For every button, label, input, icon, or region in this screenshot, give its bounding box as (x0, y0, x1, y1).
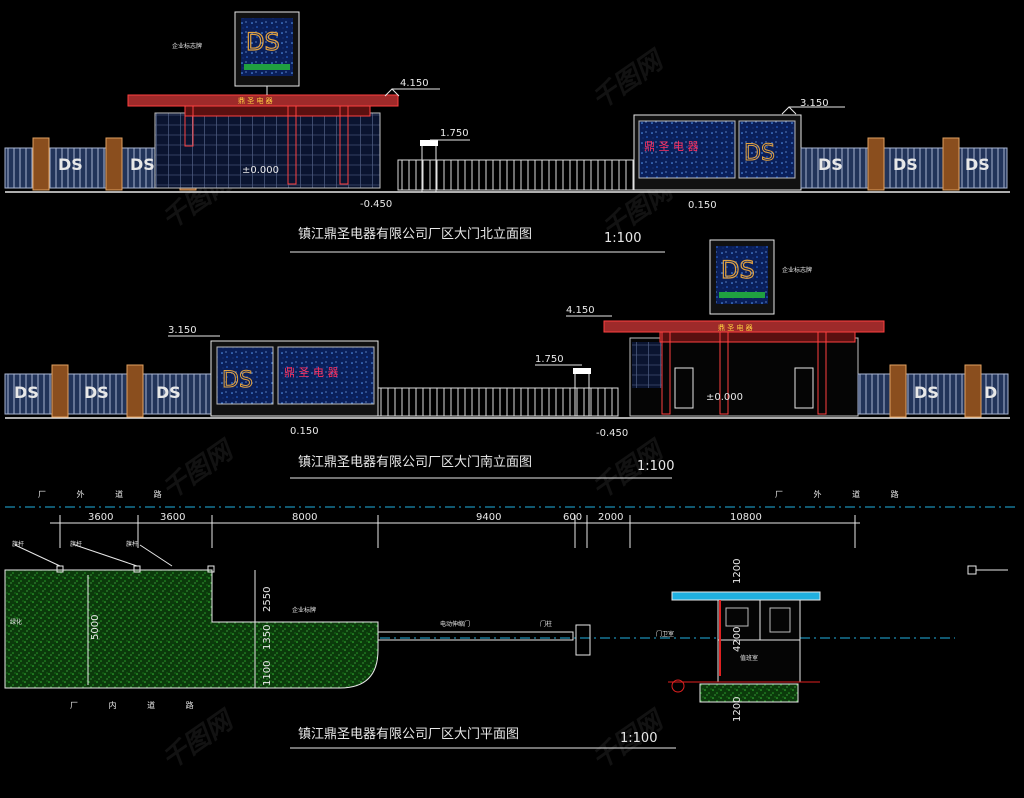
canopy-plan (671, 591, 821, 601)
canopy-sign-text-south: 鼎 圣 电 器 (718, 323, 753, 332)
gate-post-left (287, 105, 297, 185)
level-wall-top-south: 3.150 (168, 325, 197, 336)
sign-wall-panel-right (738, 120, 796, 179)
level-gate-top: 4.150 (400, 78, 429, 89)
gate-track (377, 631, 574, 641)
level-wall-base: 0.150 (688, 200, 717, 211)
svg-text:DS: DS (84, 383, 109, 402)
dim-top-6: 10800 (730, 512, 762, 523)
sign-wall-logo-south: DS (222, 368, 253, 393)
plan-scale: 1:100 (620, 731, 657, 746)
road-label-top-right: 厂 外 道 路 (775, 489, 913, 499)
svg-text:千图网: 千图网 (157, 704, 241, 776)
top-sign-label: 企业标志牌 (172, 42, 202, 50)
level-floor-south: ±0.000 (706, 392, 743, 403)
gatehouse-south (629, 337, 859, 417)
dim-left-0: 2550 (262, 587, 273, 612)
fence-right (800, 147, 1008, 189)
dim-top-3: 9400 (476, 512, 501, 523)
level-wall-top: 3.150 (800, 98, 829, 109)
dim-green-width: 5000 (90, 615, 101, 640)
sign-wall-text-south: 鼎 圣 电 器 (284, 366, 339, 379)
north-scale: 1:100 (604, 231, 641, 246)
road-label-top-left: 厂 外 道 路 (38, 489, 176, 499)
north-title: 镇江鼎圣电器有限公司厂区大门北立面图 (298, 227, 532, 242)
svg-text:DS: DS (965, 155, 990, 174)
south-title: 镇江鼎圣电器有限公司厂区大门南立面图 (298, 454, 532, 470)
sign-wall-text: 鼎 圣 电 器 (644, 140, 699, 153)
dim-top-5: 2000 (598, 512, 623, 523)
top-sign-logo: DS (246, 28, 280, 56)
gate-plan: 厂 外 道 路 厂 外 道 路 3600 3600 8000 9400 600 … (4, 489, 1015, 749)
guard-room-label: 值班室 (740, 654, 758, 662)
south-elevation: DS DS DS DS 鼎 圣 电 器 3.150 0.150 1.750 鼎 … (4, 239, 1010, 479)
top-sign-label-south: 企业标志牌 (782, 266, 812, 274)
top-sign-logo-south: DS (721, 256, 755, 284)
sign-wall-panel-left (638, 120, 736, 179)
dim-guard-0: 1200 (732, 559, 743, 584)
level-ground: -0.450 (360, 199, 392, 210)
north-elevation: DS DS 鼎 圣 电 器 DS 企业标志牌 4.150 ±0.000 -0.4… (4, 11, 1010, 253)
svg-text:DS: DS (914, 383, 939, 402)
guard-label: 门卫室 (656, 630, 674, 638)
dim-ticks (59, 515, 856, 548)
level-pillar-south: 1.750 (535, 354, 564, 365)
sign-wall-plan-label: 企业标牌 (292, 606, 316, 614)
dim-top-0: 3600 (88, 512, 113, 523)
lawn-label: 绿化 (10, 618, 22, 626)
plan-title: 镇江鼎圣电器有限公司厂区大门平面图 (298, 727, 519, 742)
guard-house (717, 599, 801, 683)
level-wall-base-south: 0.150 (290, 426, 319, 437)
fence-right-south (857, 373, 1009, 415)
dim-top-4: 600 (563, 512, 582, 523)
gate-post-right (339, 105, 349, 185)
dim-guard-1: 4200 (732, 627, 743, 652)
dim-top-1: 3600 (160, 512, 185, 523)
svg-text:DS: DS (156, 383, 181, 402)
lawn-area (4, 569, 379, 689)
flag-posts (14, 544, 215, 573)
svg-text:D: D (984, 383, 997, 402)
flag-label-2: 旗杆 (70, 540, 82, 548)
dim-top-2: 8000 (292, 512, 317, 523)
sliding-fence-south (377, 387, 619, 417)
level-ground-south: -0.450 (596, 428, 628, 439)
fence-ds-marks-left: DS DS (58, 155, 155, 174)
guard-planter (699, 683, 799, 703)
canopy-sign-text: 鼎 圣 电 器 (238, 96, 273, 105)
level-floor: ±0.000 (242, 165, 279, 176)
sign-wall-logo: DS (744, 141, 775, 166)
flag-label-3: 旗杆 (126, 540, 138, 548)
door-label: 门柱 (540, 620, 552, 628)
flag-label-1: 旗杆 (12, 540, 24, 548)
svg-text:千图网: 千图网 (587, 44, 671, 116)
svg-text:DS: DS (14, 383, 39, 402)
south-scale: 1:100 (637, 459, 674, 474)
gate-track-label: 电动伸缩门 (440, 620, 470, 628)
dim-guard-2: 1200 (732, 697, 743, 722)
gatehouse-glass (154, 112, 381, 189)
level-gate-top-south: 4.150 (566, 305, 595, 316)
svg-text:DS: DS (130, 155, 155, 174)
sliding-fence (397, 159, 637, 191)
level-pillar: 1.750 (440, 128, 469, 139)
svg-text:DS: DS (893, 155, 918, 174)
svg-text:DS: DS (58, 155, 83, 174)
fence-left-south (4, 373, 214, 415)
dim-left-2: 1100 (262, 661, 273, 686)
road-label-bottom: 厂 内 道 路 (70, 700, 208, 710)
dim-left-1: 1350 (262, 625, 273, 650)
fence-pillars-right (867, 137, 960, 191)
svg-text:DS: DS (818, 155, 843, 174)
